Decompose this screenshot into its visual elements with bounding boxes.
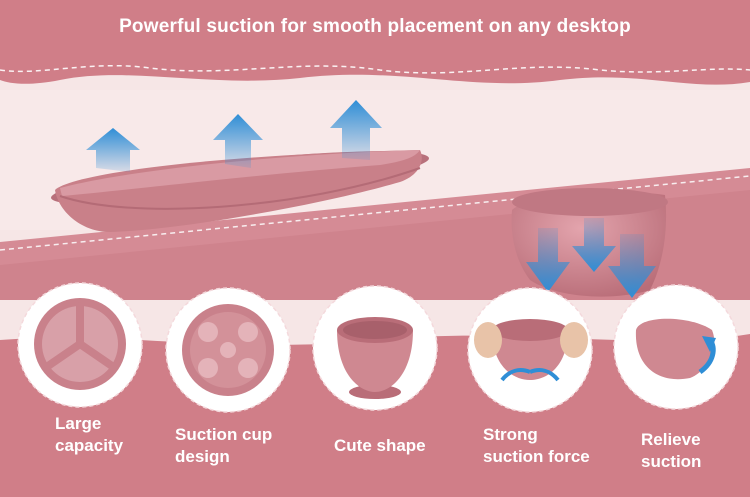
- divided-plate-image: [34, 298, 126, 390]
- top-band: [0, 0, 750, 85]
- feature-cute-shape: Cute shape: [334, 435, 426, 457]
- feature-label: Strong: [483, 425, 538, 444]
- strong-suction-image: [474, 319, 588, 382]
- feature-large-capacity: Large capacity: [55, 413, 123, 457]
- feature-label: capacity: [55, 436, 124, 455]
- feature-strong-suction-force: Strong suction force: [483, 424, 590, 468]
- feature-label: Large: [55, 414, 102, 433]
- feature-label: Relieve: [641, 430, 701, 449]
- feature-label: Cute shape: [334, 436, 426, 455]
- cute-bowl-image: [337, 317, 413, 399]
- top-band-stitch: [0, 64, 750, 74]
- up-arrow-icon: [86, 100, 382, 172]
- feature-label: suction force: [483, 447, 590, 466]
- down-arrow-icon: [526, 218, 656, 298]
- relieve-suction-image: [635, 318, 716, 380]
- feature-label: suction: [641, 452, 702, 471]
- feature-label: Suction cup: [175, 425, 273, 444]
- suction-cup-base-image: [182, 304, 274, 396]
- feature-relieve-suction: Relieve suction: [641, 429, 701, 473]
- feature-suction-cup-design: Suction cup design: [175, 424, 272, 468]
- page-title: Powerful suction for smooth placement on…: [119, 16, 631, 37]
- feature-label: design: [175, 447, 230, 466]
- suction-plate-image: [51, 150, 429, 232]
